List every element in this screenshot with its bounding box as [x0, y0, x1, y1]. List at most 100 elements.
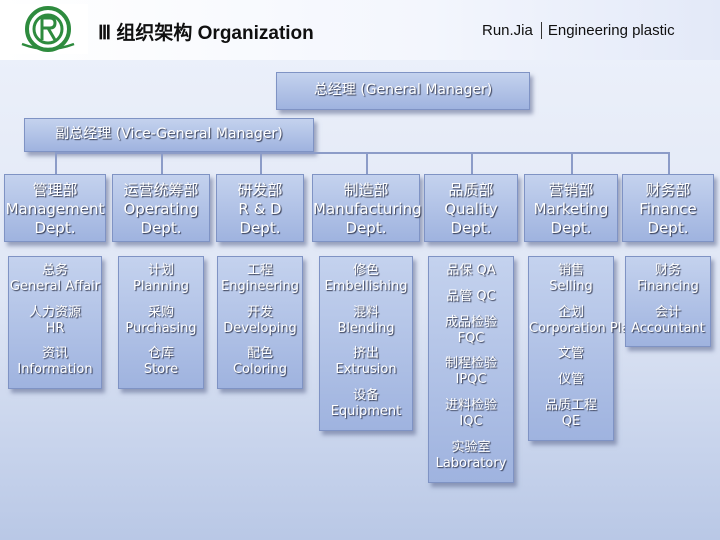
sub-unit-name-cn: 进料检验 [444, 398, 497, 414]
sub-unit-name-cn: 品管 QC [446, 288, 496, 304]
department-name-cn: 制造部 [343, 181, 389, 199]
sub-unit-name-en: Engineering [221, 278, 299, 294]
sub-unit-name-en: QE [561, 414, 581, 430]
sub-unit-name-en: Developing [223, 320, 297, 336]
sub-unit-name-cn: 修色 [352, 263, 379, 278]
sub-unit: 文管 [529, 346, 613, 362]
vice-general-manager-box: 副总经理 (Vice-General Manager) [24, 118, 314, 152]
sub-unit-name-en: General Affair [9, 278, 101, 294]
department-name-en: Management [5, 199, 105, 218]
sub-unit-name-cn: 成品检验 [444, 314, 497, 330]
sub-unit-name-cn: 采购 [147, 304, 174, 320]
page-title: Ⅲ 组织架构 Organization [98, 23, 314, 44]
connector-line [571, 152, 573, 174]
department-name-cn: 管理部 [32, 181, 78, 199]
department-name-cn: 运营统筹部 [123, 181, 199, 199]
department-name-en: Quality [444, 199, 498, 218]
sub-unit-name-cn: 计划 [147, 263, 174, 278]
general-manager-label: 总经理 (General Manager) [313, 82, 493, 99]
department-name-cn: 财务部 [645, 181, 691, 199]
sub-unit-name-en: Coloring [232, 362, 288, 378]
sub-unit-name-en: Planning [133, 278, 189, 294]
sub-unit-name-cn: 混料 [352, 304, 379, 320]
connector-line [471, 152, 473, 174]
sub-unit-name-cn: 财务 [654, 263, 681, 278]
connector-bar [55, 152, 669, 154]
sub-unit-name-cn: 设备 [352, 388, 379, 404]
sub-unit-name-en: Financing [637, 278, 699, 294]
sub-unit: 品管 QC [429, 289, 513, 305]
sub-unit-name-cn: 文管 [557, 346, 584, 362]
department-suffix: Dept. [647, 218, 689, 237]
connector-line [161, 152, 163, 174]
sub-unit-name-cn: 制程检验 [444, 356, 497, 372]
department-suffix: Dept. [450, 218, 492, 237]
sub-unit-name-cn: 资讯 [41, 346, 68, 362]
sub-unit-name-en: HR [45, 320, 65, 336]
vice-general-manager-label: 副总经理 (Vice-General Manager) [55, 126, 283, 143]
brand-tagline: Engineering plastic [547, 22, 675, 39]
brand-name: Run.Jia [482, 22, 542, 39]
sub-unit-name-cn: 品保 QA [446, 263, 496, 278]
department-name-en: Manufacturing [313, 199, 422, 218]
department-name-en: Operating [123, 199, 199, 218]
sub-unit: 仪管 [529, 372, 613, 388]
sub-unit-name-en: Blending [337, 320, 395, 336]
sub-unit-name-en: FQC [457, 330, 485, 346]
brand-label: Run.Jia Engineering plastic [482, 22, 675, 39]
sub-unit-name-cn: 人力资源 [28, 304, 81, 320]
sub-unit-name-en: Accountant [631, 320, 705, 336]
sub-unit-name-cn: 工程 [246, 263, 273, 278]
sub-unit-name-cn: 品质工程 [544, 398, 597, 414]
general-manager-box: 总经理 (General Manager) [276, 72, 530, 110]
connector-line [55, 152, 57, 174]
sub-unit-name-en: Purchasing [125, 320, 197, 336]
department-name-en: R & D [238, 199, 282, 218]
sub-unit-name-en: Corporation Planning [529, 320, 666, 336]
company-logo [8, 4, 88, 54]
department-suffix: Dept. [550, 218, 592, 237]
department-suffix: Dept. [345, 218, 387, 237]
sub-unit-name-cn: 仪管 [557, 372, 584, 388]
department-name-cn: 品质部 [448, 181, 494, 199]
sub-unit-name-cn: 企划 [557, 304, 584, 320]
connector-line [366, 152, 368, 174]
sub-unit: 品保 QA [429, 263, 513, 279]
department-name-en: Finance [639, 199, 697, 218]
sub-unit-name-cn: 仓库 [147, 346, 174, 362]
department-suffix: Dept. [140, 218, 182, 237]
header-bar: Ⅲ 组织架构 Organization Run.Jia Engineering p… [0, 0, 720, 60]
connector-line [260, 152, 262, 174]
sub-unit-name-en: Embellishing [324, 278, 408, 294]
department-name-en: Marketing [533, 199, 609, 218]
sub-unit-name-en: IQC [459, 414, 483, 430]
sub-unit-name-en: Equipment [330, 404, 402, 420]
sub-unit-name-cn: 会计 [654, 304, 681, 320]
